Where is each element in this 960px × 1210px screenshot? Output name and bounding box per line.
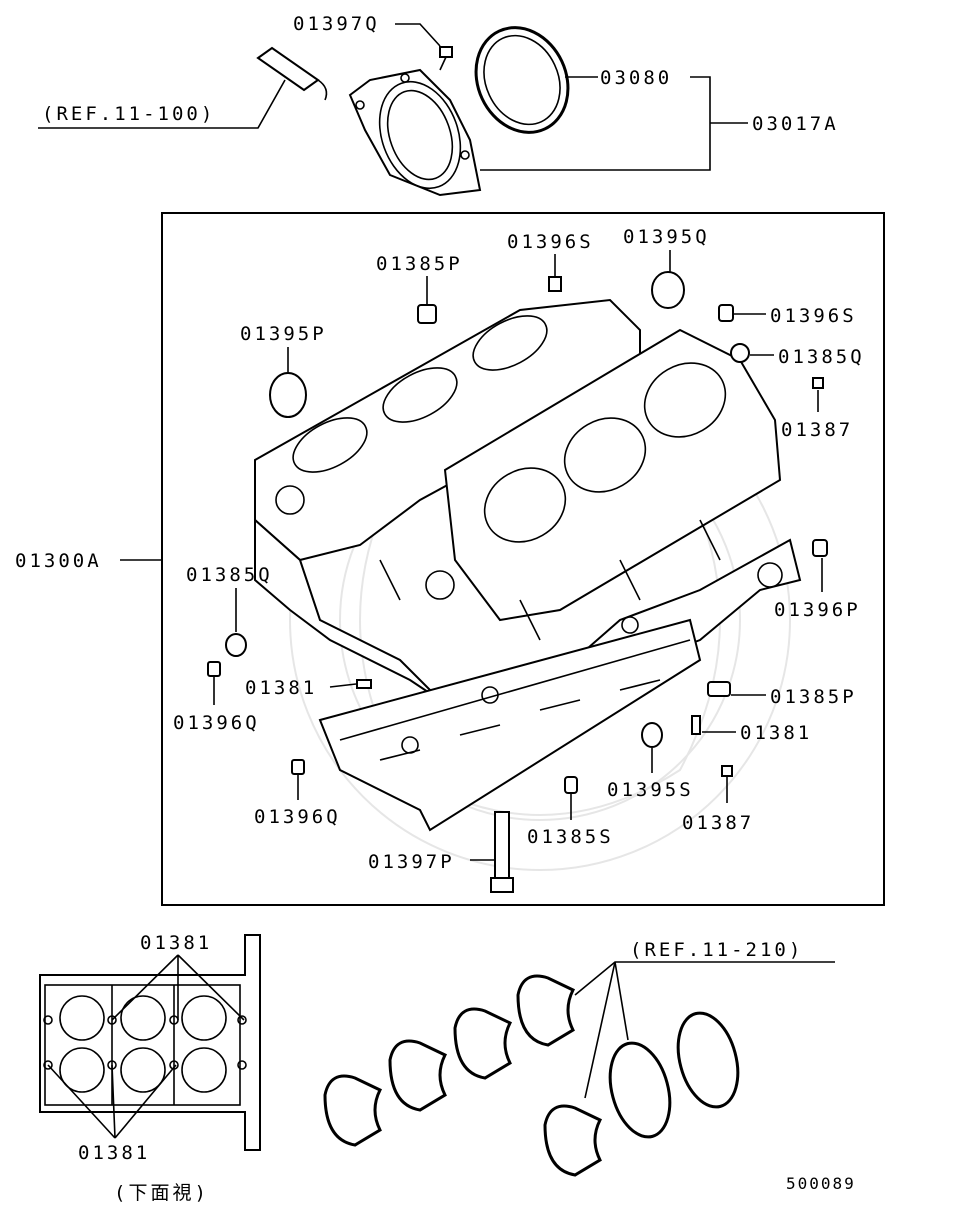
ref-11-100: (REF.11-100) (42, 103, 215, 125)
pin-01387-bottom (721, 765, 733, 777)
label-01396P: 01396P (774, 599, 861, 621)
plug-01395Q (651, 271, 685, 309)
ref-11-210: (REF.11-210) (630, 939, 803, 961)
dowel-01396S-top (548, 276, 562, 292)
label-01381-inset-bottom: 01381 (78, 1142, 150, 1164)
plug-01395S (641, 722, 663, 748)
rear-oil-seal-03080 (474, 26, 570, 134)
label-01385P-top: 01385P (376, 253, 463, 275)
label-01396S-right: 01396S (770, 305, 857, 327)
label-01385Q-right: 01385Q (778, 346, 865, 368)
plug-01385Q-left (225, 633, 247, 657)
label-01396S-top: 01396S (507, 231, 594, 253)
rear-oil-seal-case (348, 68, 482, 197)
label-01385S: 01385S (527, 826, 614, 848)
dowel-01396Q-left (207, 661, 221, 677)
plug-01385Q-right (730, 343, 750, 363)
label-03080: 03080 (600, 67, 672, 89)
label-01387-right: 01387 (781, 419, 853, 441)
dowel-01396P (812, 539, 828, 557)
bottom-view-inset (39, 934, 261, 1151)
label-01397Q: 01397Q (293, 13, 380, 35)
main-bearing-shells (323, 974, 603, 1177)
pin-01387-right (812, 377, 824, 389)
plug-01385S (564, 776, 578, 794)
label-01381-inset-top: 01381 (140, 932, 212, 954)
small-parts (207, 271, 828, 893)
sealant-tube (256, 46, 328, 101)
label-01395S: 01395S (607, 779, 694, 801)
label-01395P: 01395P (240, 323, 327, 345)
bottom-view-caption: (下面視) (114, 1182, 209, 1204)
label-01387-bottom: 01387 (682, 812, 754, 834)
label-01395Q: 01395Q (623, 226, 710, 248)
thrust-washers (608, 1011, 740, 1139)
dowel-01396Q-bottom (291, 759, 305, 775)
figure-code: 500089 (786, 1174, 856, 1193)
label-01396Q-bottom: 01396Q (254, 806, 341, 828)
bolt-01397Q (439, 46, 453, 71)
label-01385Q-left: 01385Q (186, 564, 273, 586)
plug-01395P (269, 372, 307, 418)
label-01300A: 01300A (15, 550, 102, 572)
bolt-01397P (490, 811, 514, 893)
main-frame (161, 212, 885, 906)
label-01396Q-left: 01396Q (173, 712, 260, 734)
plug-01385P-right (707, 681, 731, 697)
label-01385P-right: 01385P (770, 686, 857, 708)
dowel-01396S-right (718, 304, 734, 322)
jet-01381-mid (356, 679, 372, 689)
cylinder-block (254, 298, 802, 832)
label-03017A: 03017A (752, 113, 839, 135)
plug-01385P-top (417, 304, 437, 324)
label-01397P: 01397P (368, 851, 455, 873)
label-01381-mid: 01381 (245, 677, 317, 699)
label-01381-right: 01381 (740, 722, 812, 744)
jet-01381-right (691, 715, 701, 735)
